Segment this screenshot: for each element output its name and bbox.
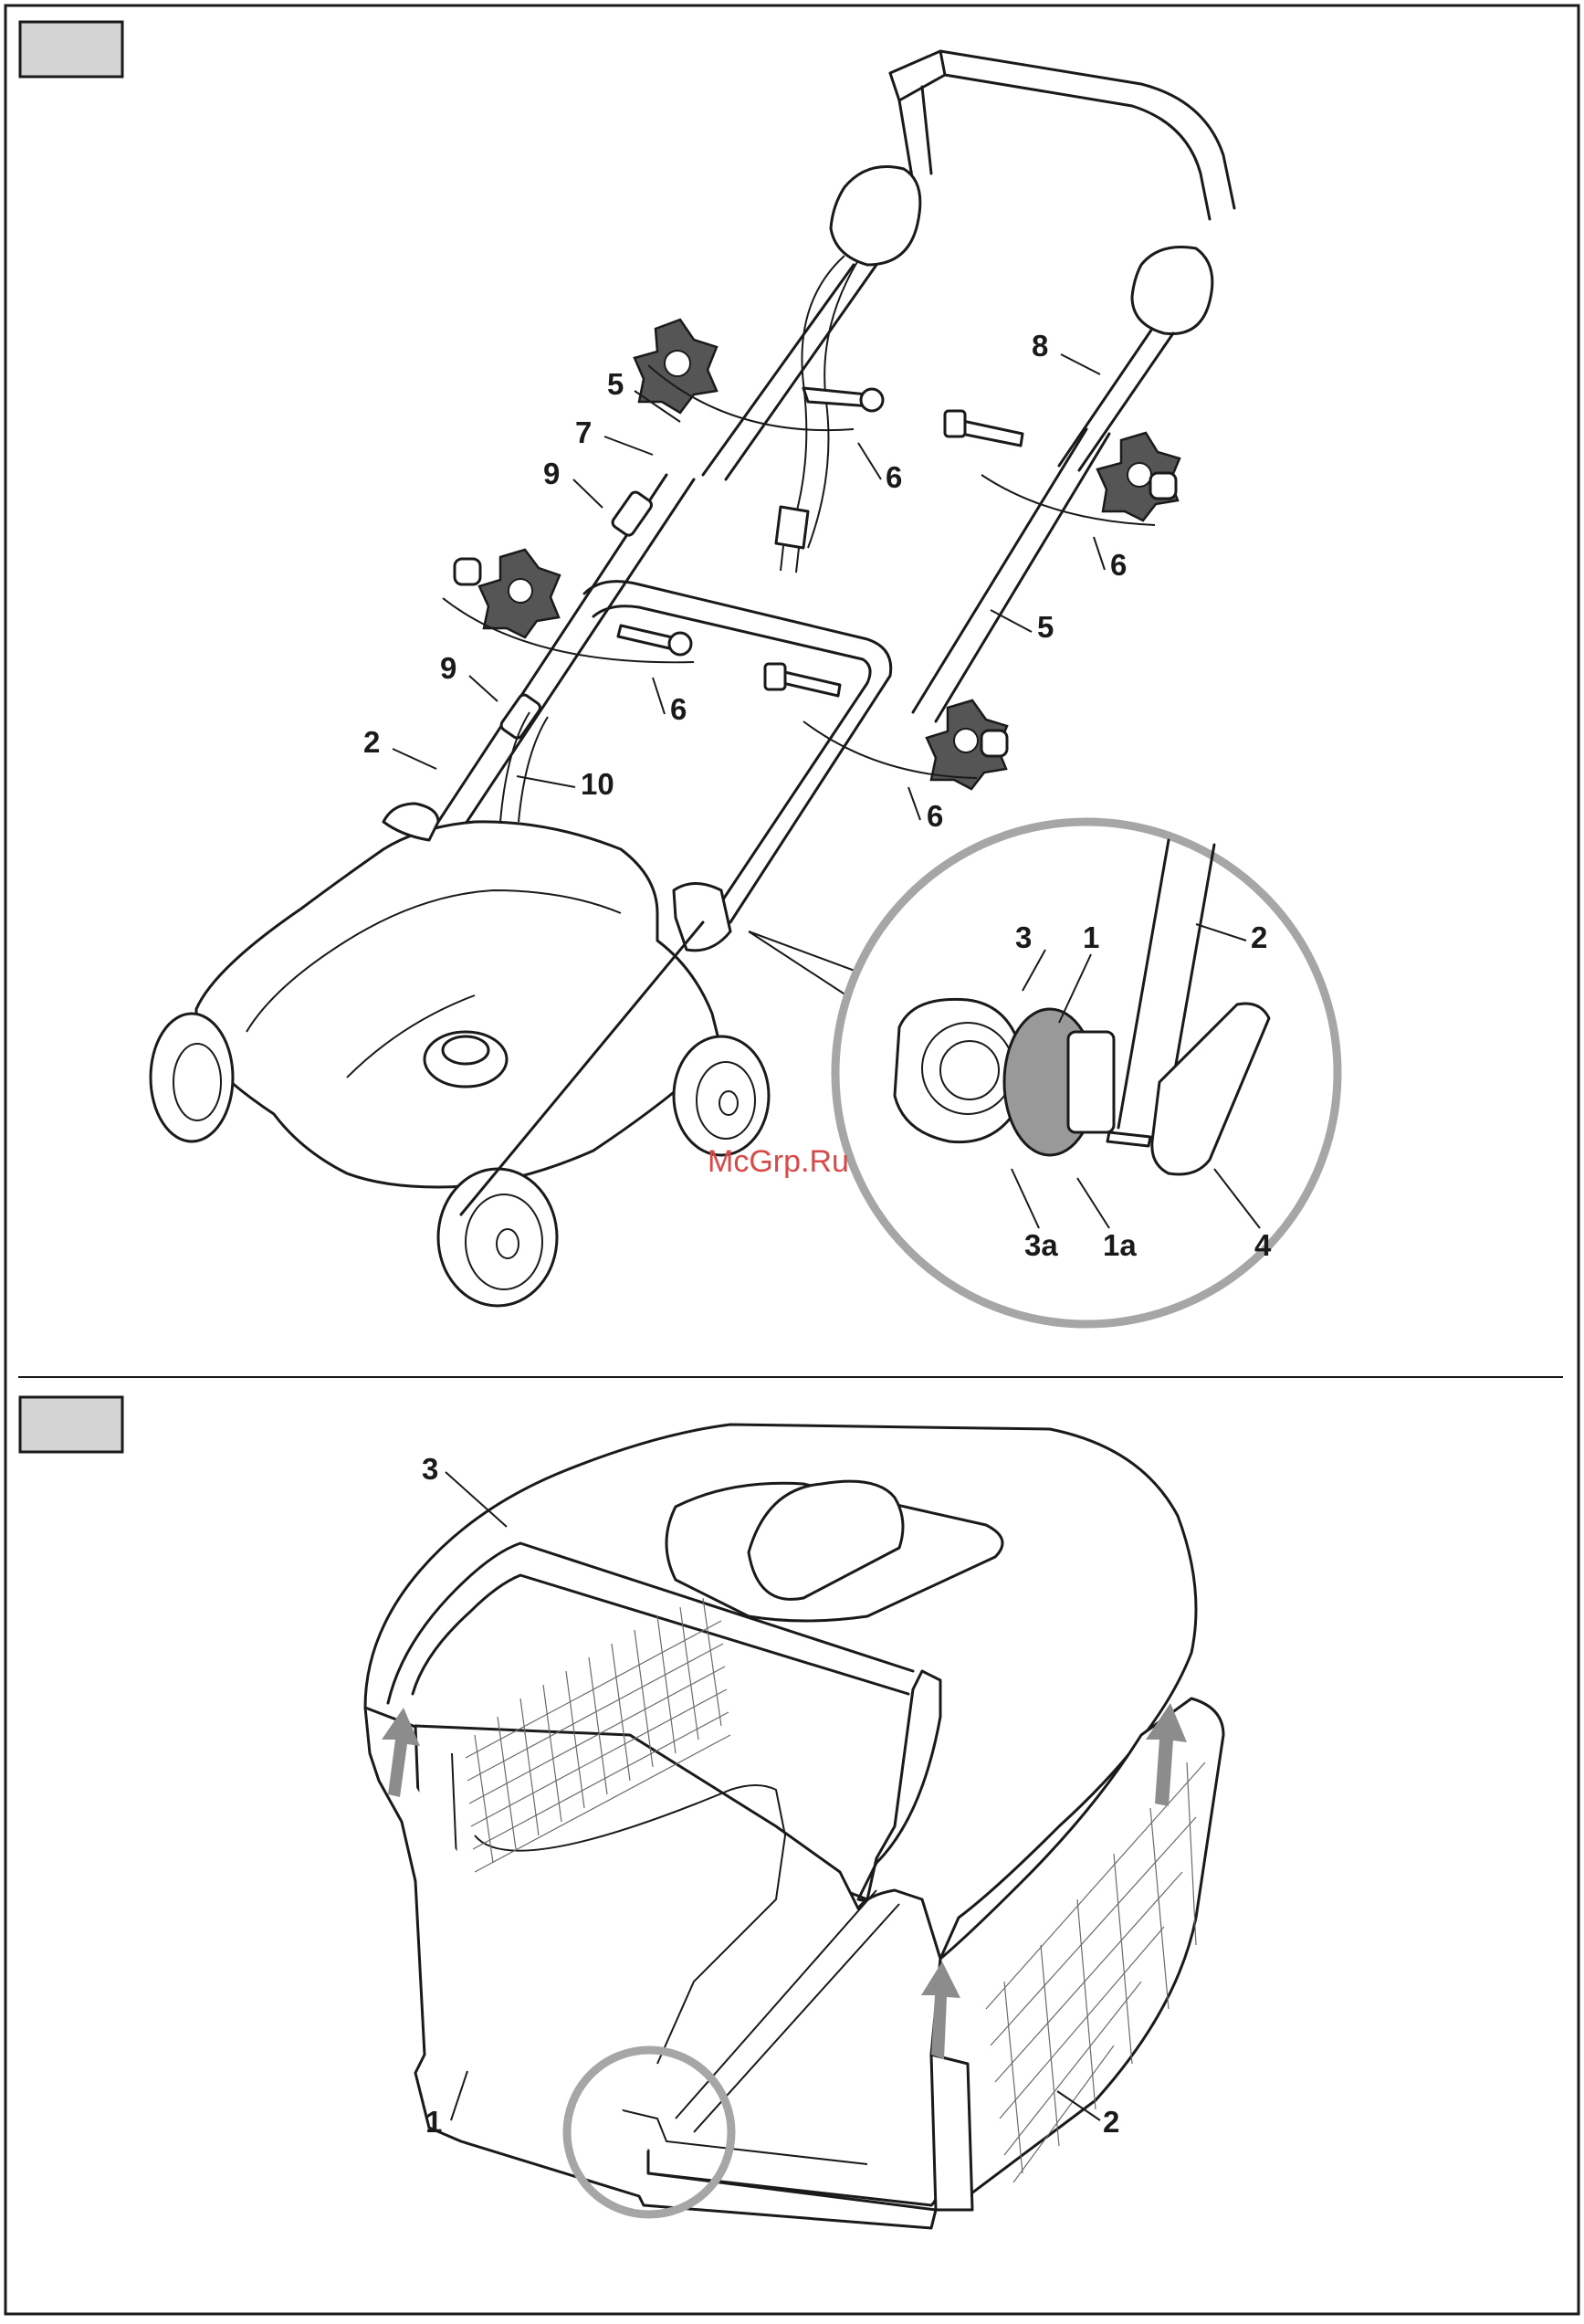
- label-8: 8: [1032, 329, 1048, 363]
- figure-number-box-top: [20, 22, 122, 77]
- detail-label-3a: 3a: [1024, 1228, 1058, 1262]
- label-7: 7: [575, 415, 592, 449]
- detail-label-4: 4: [1254, 1228, 1272, 1262]
- detail-label-1a: 1a: [1103, 1228, 1137, 1262]
- label-6-lower-left: 6: [670, 692, 687, 726]
- label-2: 2: [363, 725, 380, 759]
- bag-label-1: 1: [425, 2105, 442, 2139]
- watermark: McGrp.Ru: [708, 1144, 849, 1179]
- label-9-lower: 9: [440, 651, 456, 685]
- label-6-lower-right: 6: [927, 799, 943, 833]
- detail-label-1: 1: [1083, 920, 1099, 954]
- label-6-right: 6: [1110, 548, 1127, 582]
- label-9-upper: 9: [543, 457, 560, 490]
- figure-number-box-bottom: [20, 1397, 122, 1452]
- bag-label-2: 2: [1103, 2105, 1119, 2139]
- detail-label-3: 3: [1015, 920, 1032, 954]
- label-5-right: 5: [1037, 610, 1054, 644]
- label-6-upper-left: 6: [886, 460, 902, 494]
- label-5-left: 5: [607, 367, 624, 401]
- bag-label-3: 3: [422, 1452, 438, 1486]
- label-10: 10: [581, 767, 614, 801]
- grass-bag-illustration: [365, 1425, 1223, 2228]
- detail-label-2: 2: [1251, 920, 1267, 954]
